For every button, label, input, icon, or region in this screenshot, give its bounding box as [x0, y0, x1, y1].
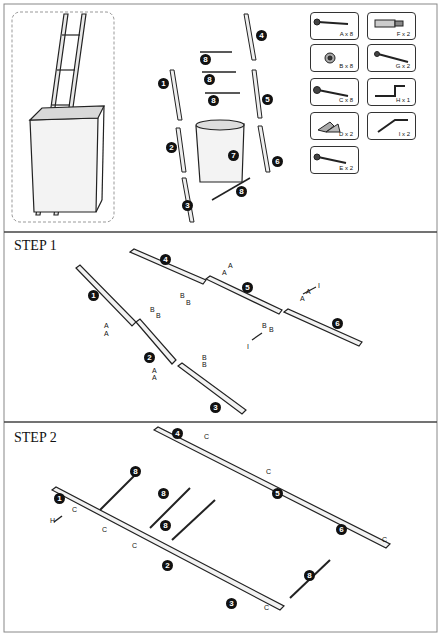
hardware-letter: B: [202, 354, 207, 362]
hardware-count: C x 8: [339, 97, 353, 103]
hardware-letter: C: [204, 433, 209, 441]
hardware-box: E x 2: [310, 146, 359, 174]
hardware-box: B x 8: [310, 44, 359, 72]
hardware-letter: C: [264, 604, 269, 612]
hardware-letter: A: [228, 262, 233, 270]
hardware-letter: B: [180, 292, 185, 300]
callout-number: 8: [200, 54, 211, 65]
hardware-letter: B: [262, 322, 267, 330]
hardware-count: E x 2: [339, 165, 353, 171]
callout-number: 8: [160, 520, 171, 531]
callout-number: 4: [160, 254, 171, 265]
hardware-letter: A: [306, 288, 311, 296]
callout-number: 8: [204, 74, 215, 85]
hardware-letter: A: [152, 374, 157, 382]
callout-number: 3: [182, 200, 193, 211]
hardware-letter: A: [152, 367, 157, 375]
hardware-letter: B: [269, 326, 274, 334]
hardware-letter: H: [50, 517, 55, 525]
hardware-count: B x 8: [339, 63, 353, 69]
hardware-letter: I: [247, 343, 249, 351]
callout-number: 6: [332, 318, 343, 329]
hardware-letter: C: [72, 506, 77, 514]
hardware-letter: B: [202, 361, 207, 369]
callout-number: 3: [210, 402, 221, 413]
callout-number: 8: [130, 466, 141, 477]
callout-number: 8: [208, 95, 219, 106]
hardware-letter: C: [102, 526, 107, 534]
hardware-letter: B: [150, 306, 155, 314]
hardware-letter: A: [300, 295, 305, 303]
hardware-count: G x 2: [396, 63, 410, 69]
hardware-box: H x 1: [367, 78, 416, 106]
hardware-letter: C: [266, 468, 271, 476]
callout-number: 8: [304, 570, 315, 581]
callout-number: 1: [158, 78, 169, 89]
callout-number: 8: [158, 488, 169, 499]
hardware-box: A x 8: [310, 12, 359, 40]
callout-number: 2: [144, 352, 155, 363]
callout-number: 7: [228, 150, 239, 161]
callout-number: 3: [226, 598, 237, 609]
callout-number: 4: [172, 428, 183, 439]
callout-number: 5: [262, 94, 273, 105]
hardware-letter: C: [132, 542, 137, 550]
hardware-box: D x 2: [310, 112, 359, 140]
hardware-count: F x 2: [397, 31, 410, 37]
callout-number: 8: [236, 186, 247, 197]
callout-number: 6: [272, 156, 283, 167]
hardware-count: I x 2: [399, 131, 410, 137]
hardware-box: G x 2: [367, 44, 416, 72]
hardware-count: H x 1: [396, 97, 410, 103]
hardware-letter: A: [104, 322, 109, 330]
callout-number: 5: [242, 282, 253, 293]
callout-number: 2: [162, 560, 173, 571]
hardware-letter: A: [104, 330, 109, 338]
hardware-count: A x 8: [340, 31, 353, 37]
callout-number: 1: [88, 290, 99, 301]
hardware-letter: B: [186, 299, 191, 307]
callout-number: 5: [272, 488, 283, 499]
hardware-letter: B: [156, 312, 161, 320]
callout-number: 2: [166, 142, 177, 153]
hardware-letter: I: [318, 282, 320, 290]
hardware-box: F x 2: [367, 12, 416, 40]
hardware-box: C x 8: [310, 78, 359, 106]
hardware-letter: C: [382, 536, 387, 544]
hardware-box: I x 2: [367, 112, 416, 140]
hardware-letter: A: [222, 269, 227, 277]
callout-number: 6: [336, 524, 347, 535]
callout-number: 1: [54, 493, 65, 504]
hardware-count: D x 2: [339, 131, 353, 137]
callout-number: 4: [256, 30, 267, 41]
step-heading: STEP 1: [14, 238, 57, 254]
step-heading: STEP 2: [14, 430, 57, 446]
